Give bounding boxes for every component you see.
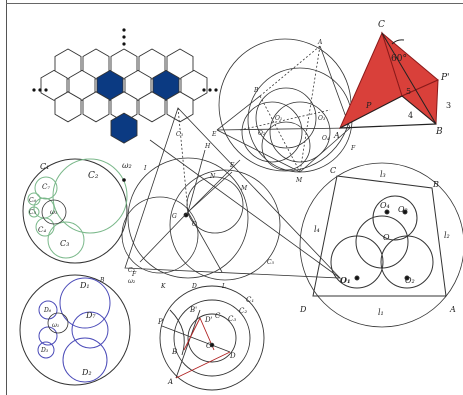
red-triangle-figure	[338, 31, 439, 130]
label-cyc-O3: O₃	[318, 115, 326, 122]
label-tri-P: P	[365, 101, 372, 110]
label-bl-D1: D₁	[79, 281, 90, 290]
label-tz-C: C	[330, 166, 336, 175]
label-tri-3: 3	[446, 101, 451, 110]
label-green-C2: C₂	[88, 171, 99, 181]
label-ct-K: K	[160, 283, 166, 290]
green-chain-figure	[22, 158, 128, 264]
label-ct-M: M	[240, 185, 248, 192]
label-cc-Bp: B'	[189, 306, 197, 314]
label-green-w1: ω₁	[50, 209, 57, 216]
label-cc-P: P	[157, 318, 163, 326]
label-green-C3: C₃	[60, 239, 69, 248]
label-cc-C: C	[215, 312, 221, 320]
label-ct-F: F	[131, 271, 137, 278]
label-tz-l1: l₁	[378, 308, 384, 317]
label-cc-B: B	[171, 348, 177, 356]
label-cyc-A: A	[317, 39, 323, 46]
label-ct-E: E	[229, 162, 235, 169]
label-tri-5: 5	[406, 87, 411, 96]
hex-cell	[54, 91, 82, 123]
cyclic-figure	[216, 38, 353, 173]
label-ct-N: N	[209, 173, 216, 180]
hex-cell	[82, 91, 110, 123]
concentric-figure	[159, 285, 265, 391]
label-tri-A: A	[333, 131, 340, 140]
trapezoid-figure	[299, 162, 463, 328]
label-ct-L: L	[221, 283, 226, 290]
hex-cell	[110, 91, 138, 123]
label-tz-B: B	[432, 180, 439, 189]
label-bl-w1: ω₁	[52, 322, 59, 329]
label-tri-angle: 60°	[391, 54, 407, 64]
label-green-C1: C₁	[40, 162, 49, 171]
label-bl-D2: D₂	[81, 368, 92, 377]
label-tz-O2: O₂	[405, 276, 415, 285]
label-bl-D3: D₃	[40, 347, 49, 354]
label-ct-D: D	[191, 283, 197, 290]
label-tri-B: B	[435, 127, 443, 137]
label-tri-C: C	[378, 20, 385, 30]
label-tri-4: 4	[408, 111, 413, 120]
label-ct-G: G	[172, 213, 177, 220]
label-ct-w2: ω₂	[128, 278, 136, 285]
label-ct-C2: C₂	[128, 267, 136, 274]
label-tz-O: O	[383, 233, 390, 242]
label-ct-C3: C₃	[176, 131, 184, 138]
label-cyc-O2: O₂	[258, 130, 266, 137]
label-tz-A: A	[449, 305, 456, 314]
label-bl-D6: D₆	[43, 307, 52, 314]
label-cyc-E: E	[211, 131, 217, 138]
label-tz-l3: l₃	[380, 170, 386, 179]
right-dots	[202, 88, 218, 92]
label-tz-O3: O₃	[398, 205, 408, 214]
label-ct-O: O	[192, 221, 197, 228]
label-green-C6: C₆	[29, 197, 37, 204]
label-tz-O1: O₁	[340, 275, 350, 285]
blue-chain-figure	[19, 274, 131, 386]
label-cyc-F: F	[350, 145, 356, 152]
label-cyc-O4: O₄	[322, 135, 330, 142]
label-ct-C5: C₅	[267, 259, 275, 266]
label-cc-D: D	[229, 352, 236, 360]
label-cyc-M: M	[295, 177, 303, 184]
label-cc-C3: C₃	[228, 315, 236, 323]
label-tri-Pp: P'	[440, 73, 450, 83]
left-border	[6, 0, 7, 395]
label-cc-C1: C₁	[246, 296, 254, 304]
honeycomb-figure	[40, 48, 208, 144]
label-cyc-O1: O₁	[275, 115, 282, 122]
label-cc-A: A	[167, 378, 173, 386]
label-cyc-B: B	[253, 87, 259, 94]
hex-cell	[138, 91, 166, 123]
label-tz-O4: O₄	[380, 201, 390, 210]
hex-cell	[110, 112, 138, 144]
left-dots	[32, 88, 48, 92]
labels: C P' P A B 60° 5 4 3 A B E F M O₁ O₂ O₃ …	[29, 20, 456, 386]
hex-cell	[166, 91, 194, 123]
center-triangle-figure	[121, 107, 341, 281]
label-cc-C2: C₂	[239, 307, 247, 315]
label-green-C4: C₄	[38, 226, 46, 234]
label-bl-B: B	[99, 277, 105, 284]
label-ct-H: H	[204, 143, 211, 150]
top-border	[6, 3, 463, 4]
label-bl-D7: D₇	[85, 311, 96, 320]
label-tz-l2: l₂	[444, 231, 450, 240]
label-green-w2: ω₂	[122, 161, 132, 170]
label-green-C7: C₇	[42, 183, 50, 191]
label-tz-D: D	[299, 305, 307, 314]
label-ct-I: I	[143, 165, 147, 172]
label-green-C5: C₅	[29, 209, 37, 216]
vertical-dots	[122, 28, 126, 46]
label-tz-l4: l₄	[314, 225, 320, 234]
label-cc-Dp: D'	[204, 316, 213, 324]
label-cc-O: O	[206, 342, 212, 350]
